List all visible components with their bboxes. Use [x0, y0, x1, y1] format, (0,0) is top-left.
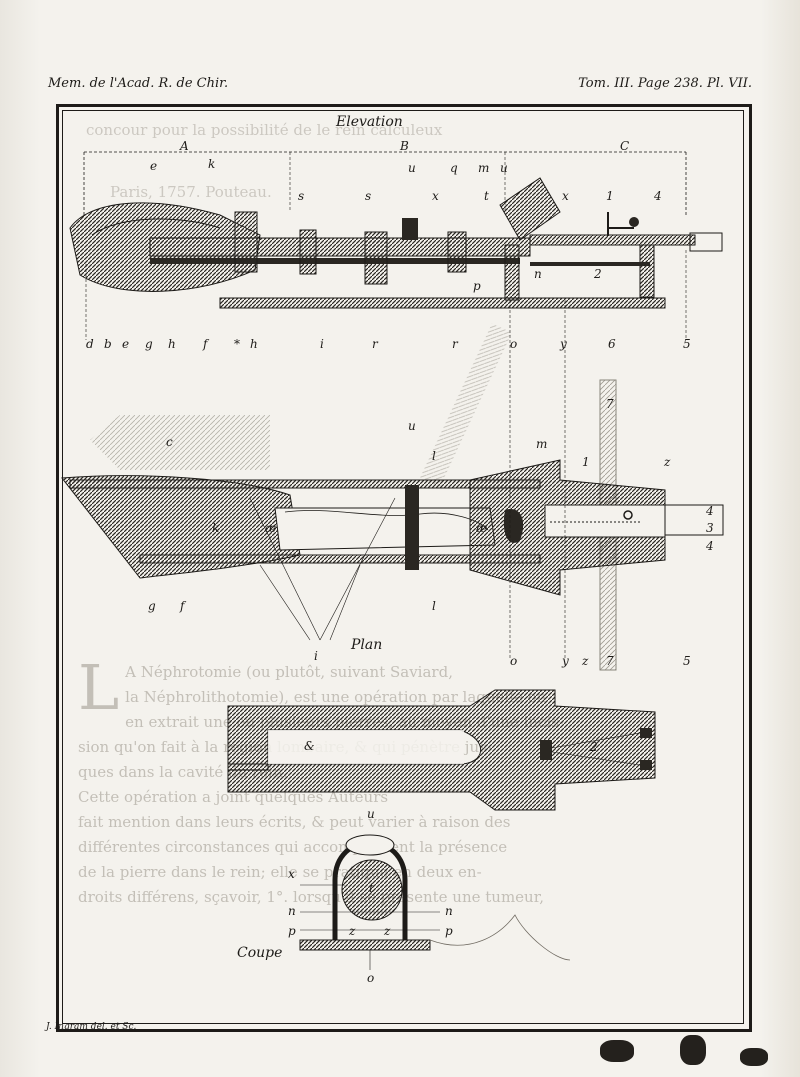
label-7: 7 [606, 397, 614, 411]
label-n: n [445, 904, 453, 918]
label-m: m [478, 161, 490, 175]
page-header: Mem. de l'Acad. R. de Chir. Tom. III. Pa… [48, 76, 752, 98]
label-l: l [432, 449, 436, 463]
elevation-title: Elevation [336, 114, 403, 130]
label-amp: & [304, 739, 315, 753]
bleed-line: différentes circonstances qui accompagne… [78, 838, 508, 856]
label-p: p [445, 924, 453, 938]
label-r: r [452, 337, 458, 351]
base-plate-figure [227, 689, 656, 811]
label-p: p [473, 279, 481, 293]
label-y: y [562, 654, 569, 668]
label-1: 1 [582, 455, 590, 469]
plate-frame-outer [56, 104, 752, 1032]
label-u: u [500, 161, 508, 175]
journal-title: Mem. de l'Acad. R. de Chir. [48, 76, 229, 91]
label-t: t [484, 189, 489, 203]
label-q: q [450, 161, 458, 175]
label-h: h [168, 337, 176, 351]
label-star: * [234, 337, 240, 351]
label-A: A [180, 139, 189, 153]
label-p: p [288, 924, 296, 938]
label-z: z [582, 654, 589, 668]
label-u: u [408, 161, 416, 175]
bleed-line: droits différens, sçavoir, 1°. lorsqu'il… [78, 888, 545, 906]
label-4: 4 [706, 504, 714, 518]
label-4: 4 [706, 539, 714, 553]
label-6: 6 [608, 337, 616, 351]
dropcap: L [78, 651, 120, 724]
elevation-figure [69, 151, 723, 340]
plan-figure [61, 300, 724, 671]
label-ae: æ [476, 521, 488, 535]
label-3: 3 [706, 521, 714, 535]
label-C: C [620, 139, 630, 153]
label-k: k [208, 157, 216, 171]
coupe-title: Coupe [237, 945, 283, 961]
label-e: e [122, 337, 130, 351]
label-m: m [536, 437, 548, 451]
label-z: z [349, 924, 356, 938]
label-f: f [203, 337, 208, 351]
label-y: y [560, 337, 567, 351]
ink-blot [740, 1048, 768, 1066]
label-l: l [432, 599, 436, 613]
label-c: c [166, 435, 173, 449]
label-h: h [250, 337, 258, 351]
bleed-text-mid: Paris, 1757. Pouteau. [110, 183, 272, 201]
page-reference: Tom. III. Page 238. Pl. VII. [578, 76, 752, 91]
label-i: i [320, 337, 324, 351]
bleed-line: fait mention dans leurs écrits, & peut v… [78, 813, 511, 831]
label-o: o [510, 337, 518, 351]
label-n: n [288, 904, 296, 918]
label-s: s [365, 189, 372, 203]
ink-blot [600, 1040, 634, 1062]
label-u: u [408, 419, 416, 433]
label-k: k [212, 521, 220, 535]
label-g: g [148, 599, 156, 613]
label-t: t [369, 881, 374, 895]
label-i: i [314, 649, 318, 663]
label-x: x [432, 189, 439, 203]
label-s: s [298, 189, 305, 203]
label-2: 2 [594, 267, 602, 281]
engraver-credit: J. Ingram del. et Sc. [46, 1022, 137, 1032]
label-5: 5 [683, 654, 691, 668]
ink-blot [680, 1035, 706, 1065]
bleed-line: A Néphrotomie (ou plutôt, suivant Saviar… [125, 663, 453, 681]
plate-frame-inner [62, 110, 744, 1024]
label-r: r [372, 337, 378, 351]
label-z: z [384, 924, 391, 938]
label-B: B [400, 139, 409, 153]
label-e: e [150, 159, 158, 173]
label-o: o [367, 971, 375, 985]
label-x: x [288, 867, 295, 881]
label-d: d [86, 337, 94, 351]
label-ae: æ [265, 521, 277, 535]
label-z: z [664, 455, 671, 469]
label-n: n [534, 267, 542, 281]
label-f: f [180, 599, 185, 613]
bleed-text-top: concour pour la possibilité de le rein c… [86, 121, 443, 139]
label-1: 1 [606, 189, 614, 203]
plan-title: Plan [351, 637, 383, 653]
label-o: o [510, 654, 518, 668]
label-7: 7 [606, 654, 614, 668]
label-2: 2 [590, 740, 598, 754]
label-b: b [104, 337, 112, 351]
label-x: x [562, 189, 569, 203]
label-g: g [145, 337, 153, 351]
label-5: 5 [683, 337, 691, 351]
coupe-figure [299, 834, 571, 970]
label-u: u [367, 807, 375, 821]
label-4: 4 [654, 189, 662, 203]
bleed-line: la Néphrolithotomie), est une opération … [125, 688, 547, 706]
